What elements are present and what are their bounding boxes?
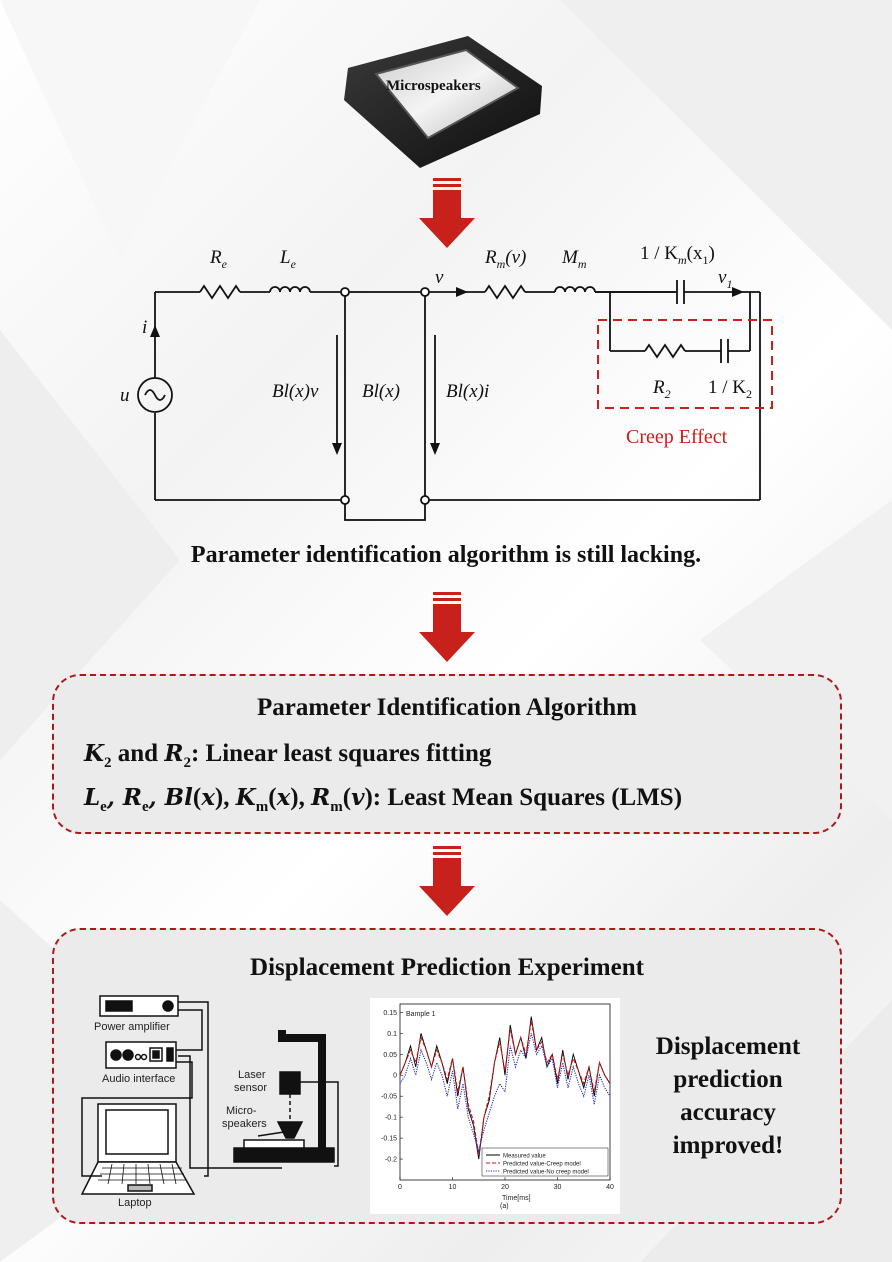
series-line-1 [399,1016,611,1160]
result-line: accuracy [680,1099,776,1126]
down-arrow-icon [419,178,475,248]
label-current-i: i [142,317,147,338]
label-blxv: Bl(x)v [272,381,319,402]
result-line: Displacement [655,1033,801,1060]
label-K2: 1 / K2 [708,377,752,401]
label-velocity-v: v [435,267,444,288]
audio-interface-label: Audio interface [102,1073,175,1085]
series-line-3 [399,1033,611,1153]
label-Mm: Mm [561,247,587,271]
y-tick-label: -0.05 [381,1094,397,1101]
label-blx: Bl(x) [362,381,400,402]
displacement-chart: Bample 1 0.150.10.050-0.05-0.1-0.15-0.2 … [370,998,620,1214]
x-tick-label: 20 [501,1184,509,1191]
x-axis-sublabel: (a) [500,1203,509,1210]
label-voltage-u: u [120,385,130,406]
y-tick-label: -0.1 [385,1115,397,1122]
microspeaker-image [344,36,542,168]
y-tick-label: 0.15 [383,1010,397,1017]
label-blxi: Bl(x)i [446,381,489,402]
y-tick-label: -0.2 [385,1157,397,1164]
result-line: improved! [672,1132,784,1159]
speakers-label: speakers [222,1118,267,1130]
label-Rmv: Rm(v) [484,247,526,271]
algorithm-box: Parameter Identification Algorithm K2 an… [52,674,842,834]
legend-label: Predicted value-No creep model [503,1169,589,1175]
laser-label: Laser [238,1069,266,1081]
down-arrow-icon [419,592,475,662]
label-Km: 1 / Km(x1) [640,243,715,267]
label-Re: Re [209,247,228,271]
x-tick-label: 0 [398,1184,402,1191]
experiment-setup-diagram: Power amplifier Audio interface Laser se… [80,995,339,1209]
label-R2: R2 [652,377,671,401]
algorithm-title: Parameter Identification Algorithm [256,694,638,721]
y-tick-label: 0 [393,1073,397,1080]
creep-effect-label: Creep Effect [626,426,728,448]
algorithm-line-1: K2 and R2: Linear least squares fitting [84,740,492,771]
power-amplifier-label: Power amplifier [94,1021,170,1033]
legend-label: Predicted value-Creep model [503,1161,581,1167]
x-tick-label: 10 [449,1184,457,1191]
label-v1: v1 [718,267,732,291]
sensor-label: sensor [234,1082,267,1094]
lacking-caption: Parameter identification algorithm is st… [190,542,702,568]
result-line: prediction [673,1066,783,1093]
y-tick-label: 0.05 [383,1052,397,1059]
circuit-diagram: Re Le i u v Bl(x)v Bl(x) Bl(x)i Rm(v) Mm… [120,243,773,521]
label-Le: Le [279,247,297,271]
microspeaker-label: Microspeakers [386,78,481,94]
legend-box [481,1147,609,1177]
algorithm-line-2: Le, Re, Bl(x), Km(x), Rm(v): Least Mean … [84,784,683,815]
y-tick-label: 0.1 [387,1031,397,1038]
experiment-title: Displacement Prediction Experiment [250,954,644,981]
series-line-2 [399,1020,611,1155]
result-text: Displacement prediction accuracy improve… [628,1030,828,1162]
x-axis-label: Time[ms] [502,1195,531,1202]
x-tick-label: 40 [606,1184,614,1191]
legend-label: Measured value [503,1153,546,1159]
laptop-label: Laptop [118,1197,152,1209]
y-tick-label: -0.15 [381,1136,397,1143]
down-arrow-icon [419,846,475,916]
micro-label: Micro- [226,1105,257,1117]
x-tick-label: 30 [554,1184,562,1191]
chart-title: Bample 1 [406,1011,436,1018]
